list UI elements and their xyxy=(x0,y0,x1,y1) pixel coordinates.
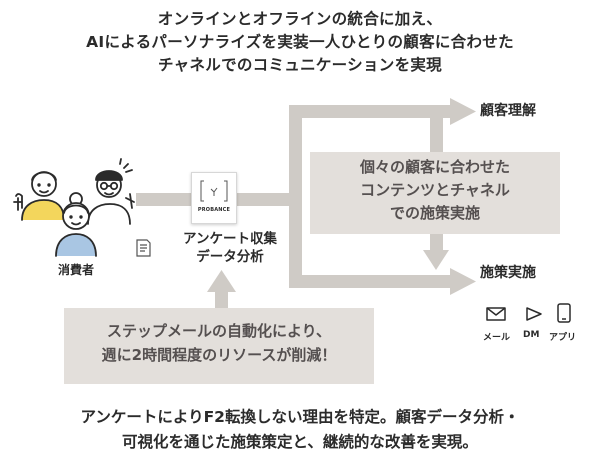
arrowhead-down xyxy=(423,250,449,270)
customer-understanding-label: 顧客理解 xyxy=(480,103,536,119)
smartphone-icon xyxy=(557,303,571,323)
step-mail-automation-box: ステップメールの自動化により、 週に2時間程度のリソースが削減！ xyxy=(64,308,374,384)
document-icon xyxy=(136,239,151,257)
measure-implementation-label: 施策実施 xyxy=(480,265,536,281)
connector-up xyxy=(215,290,228,310)
channel-dm-label: DM xyxy=(523,330,540,340)
survey-label-line-1: アンケート収集 xyxy=(183,231,277,247)
connector-trunk xyxy=(289,105,302,288)
bottom-box-line-1: ステップメールの自動化により、 xyxy=(106,322,332,340)
probance-logo: PROBANCE xyxy=(191,172,237,224)
headline-line-3: チャネルでのコミュニケーションを実現 xyxy=(158,56,442,74)
probance-mark-icon xyxy=(200,180,228,202)
arrowhead-understanding xyxy=(450,98,476,125)
bottom-box-line-2: 週に2時間程度のリソースが削減！ xyxy=(101,346,337,364)
footer-summary: アンケートによりF2転換しない理由を特定。顧客データ分析・ 可視化を通じた施策策… xyxy=(20,405,580,455)
send-icon xyxy=(526,307,542,321)
consumers-label: 消費者 xyxy=(58,263,95,277)
survey-label-line-2: データ分析 xyxy=(196,249,264,265)
headline-line-2: AIによるパーソナライズを実装一人ひとりの顧客に合わせた xyxy=(86,33,514,51)
headline: オンラインとオフラインの統合に加え、 AIによるパーソナライズを実装一人ひとりの… xyxy=(20,8,580,77)
probance-logo-text: PROBANCE xyxy=(197,207,231,213)
mid-box-line-3: での施策実施 xyxy=(389,204,480,222)
arrowhead-up xyxy=(207,270,236,292)
channel-mail-label: メール xyxy=(483,333,511,343)
person-left-icon xyxy=(13,171,65,221)
consumers-illustration xyxy=(13,158,135,257)
connector-bottom xyxy=(289,275,452,288)
footer-line-2: 可視化を通じた施策策定と、継続的な改善を実現。 xyxy=(122,433,478,451)
personalized-measures-box: 個々の顧客に合わせた コンテンツとチャネル での施策実施 xyxy=(310,152,560,234)
arrowhead-implementation xyxy=(450,268,476,295)
mid-box-line-1: 個々の顧客に合わせた xyxy=(359,158,510,176)
survey-label: アンケート収集 データ分析 xyxy=(170,230,290,266)
channel-app-label: アプリ xyxy=(549,333,577,343)
mid-box-line-2: コンテンツとチャネル xyxy=(360,181,510,199)
mail-icon xyxy=(486,307,506,321)
connector-top xyxy=(289,105,452,118)
footer-line-1: アンケートによりF2転換しない理由を特定。顧客データ分析・ xyxy=(80,408,520,426)
person-right-icon xyxy=(87,158,135,225)
headline-line-1: オンラインとオフラインの統合に加え、 xyxy=(157,10,443,28)
person-front-icon xyxy=(55,192,97,257)
